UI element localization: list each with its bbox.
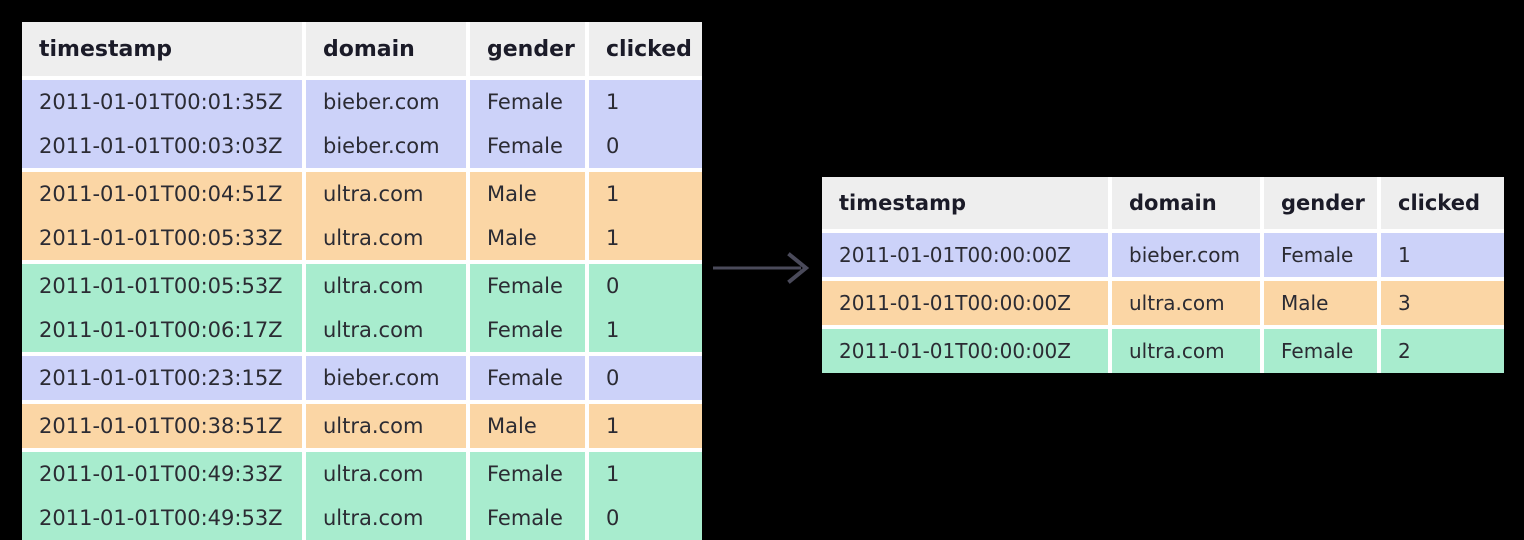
source-table-grid: timestamp domain gender clicked 2011-01-… — [22, 22, 702, 540]
cell-clicked: 0 — [589, 496, 702, 540]
cell-domain: ultra.com — [1112, 329, 1264, 373]
cell-timestamp: 2011-01-01T00:23:15Z — [22, 356, 306, 404]
cell-domain: bieber.com — [306, 356, 470, 404]
column-header-domain[interactable]: domain — [1112, 177, 1264, 233]
cell-gender: Male — [470, 172, 589, 216]
source-events-table: timestamp domain gender clicked 2011-01-… — [22, 22, 702, 540]
cell-clicked: 3 — [1381, 281, 1504, 329]
cell-domain: ultra.com — [306, 452, 470, 496]
cell-timestamp: 2011-01-01T00:05:33Z — [22, 216, 306, 264]
column-header-timestamp[interactable]: timestamp — [22, 22, 306, 80]
arrow-icon — [713, 252, 810, 284]
column-header-gender[interactable]: gender — [470, 22, 589, 80]
cell-timestamp: 2011-01-01T00:05:53Z — [22, 264, 306, 308]
cell-gender: Male — [470, 404, 589, 452]
cell-timestamp: 2011-01-01T00:00:00Z — [822, 329, 1112, 373]
cell-clicked: 1 — [589, 452, 702, 496]
cell-domain: ultra.com — [306, 496, 470, 540]
column-header-gender[interactable]: gender — [1264, 177, 1381, 233]
cell-domain: ultra.com — [306, 172, 470, 216]
result-table-grid: timestamp domain gender clicked 2011-01-… — [822, 177, 1504, 373]
cell-timestamp: 2011-01-01T00:06:17Z — [22, 308, 306, 356]
cell-clicked: 0 — [589, 264, 702, 308]
cell-gender: Female — [470, 80, 589, 124]
cell-clicked: 1 — [1381, 233, 1504, 281]
cell-clicked: 1 — [589, 216, 702, 264]
cell-gender: Female — [1264, 329, 1381, 373]
cell-domain: bieber.com — [1112, 233, 1264, 281]
aggregated-rollup-table: timestamp domain gender clicked 2011-01-… — [822, 177, 1504, 373]
cell-timestamp: 2011-01-01T00:38:51Z — [22, 404, 306, 452]
cell-timestamp: 2011-01-01T00:04:51Z — [22, 172, 306, 216]
result-table-header: timestamp domain gender clicked — [822, 177, 1504, 233]
cell-domain: ultra.com — [306, 308, 470, 356]
cell-domain: ultra.com — [306, 264, 470, 308]
cell-gender: Male — [1264, 281, 1381, 329]
cell-domain: ultra.com — [306, 216, 470, 264]
cell-timestamp: 2011-01-01T00:01:35Z — [22, 80, 306, 124]
source-table-header: timestamp domain gender clicked — [22, 22, 702, 80]
cell-timestamp: 2011-01-01T00:00:00Z — [822, 233, 1112, 281]
transform-arrow — [706, 248, 816, 288]
cell-domain: bieber.com — [306, 80, 470, 124]
column-header-clicked[interactable]: clicked — [589, 22, 702, 80]
cell-clicked: 1 — [589, 80, 702, 124]
cell-clicked: 1 — [589, 172, 702, 216]
cell-timestamp: 2011-01-01T00:49:33Z — [22, 452, 306, 496]
cell-clicked: 1 — [589, 308, 702, 356]
column-header-clicked[interactable]: clicked — [1381, 177, 1504, 233]
cell-clicked: 2 — [1381, 329, 1504, 373]
cell-domain: ultra.com — [1112, 281, 1264, 329]
cell-gender: Female — [470, 308, 589, 356]
cell-gender: Female — [470, 496, 589, 540]
cell-timestamp: 2011-01-01T00:49:53Z — [22, 496, 306, 540]
header-row: timestamp domain gender clicked — [822, 177, 1504, 233]
cell-timestamp: 2011-01-01T00:00:00Z — [822, 281, 1112, 329]
cell-clicked: 0 — [589, 124, 702, 172]
cell-clicked: 1 — [589, 404, 702, 452]
column-header-domain[interactable]: domain — [306, 22, 470, 80]
cell-timestamp: 2011-01-01T00:03:03Z — [22, 124, 306, 172]
cell-gender: Male — [470, 216, 589, 264]
cell-domain: ultra.com — [306, 404, 470, 452]
cell-domain: bieber.com — [306, 124, 470, 172]
cell-gender: Female — [470, 452, 589, 496]
cell-clicked: 0 — [589, 356, 702, 404]
cell-gender: Female — [470, 124, 589, 172]
cell-gender: Female — [470, 264, 589, 308]
header-row: timestamp domain gender clicked — [22, 22, 702, 80]
cell-gender: Female — [1264, 233, 1381, 281]
cell-gender: Female — [470, 356, 589, 404]
column-header-timestamp[interactable]: timestamp — [822, 177, 1112, 233]
